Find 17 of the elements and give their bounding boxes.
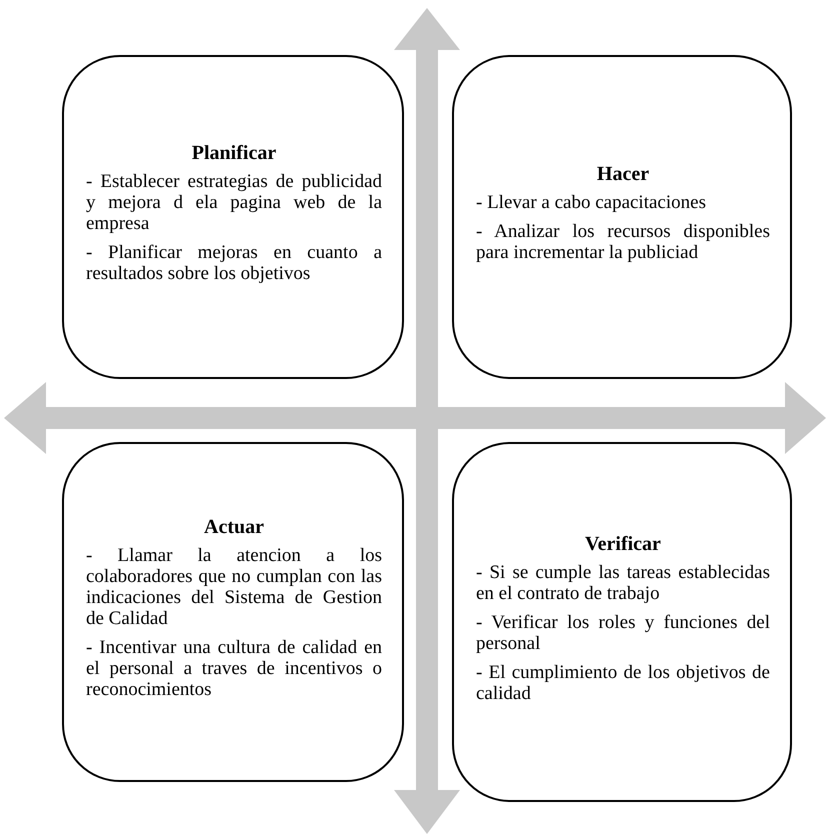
rounded-box <box>62 442 404 782</box>
bullet-text: - Incentivar una cultura de calidad en el personal a traves de incentivos o reconocimientos <box>86 637 382 700</box>
bullet-text: - El cumplimiento de los objetivos de calidad <box>476 662 770 704</box>
bullet-text: - Si se cumple las tareas establecidas en el contrato de trabajo <box>476 562 770 604</box>
bullet-text: - Establecer estrategias de publicidad y mejora d ela pagina web de la empresa <box>86 171 382 234</box>
box-title: Verificar <box>584 532 662 556</box>
box-title: Planificar <box>190 142 278 165</box>
box-title: Hacer <box>596 163 650 186</box>
bullet-text: - Llevar a cabo capacitaciones <box>476 192 707 213</box>
rounded-box <box>452 55 792 379</box>
bullet-text: - Planificar mejoras en cuanto a resultados sobre los objetivos <box>86 242 382 284</box>
rounded-box <box>62 55 404 379</box>
bullet-text: - Analizar los recursos disponibles para incrementar la publiciad <box>476 221 770 263</box>
box-title: Actuar <box>203 516 265 539</box>
bullet-text: - Verificar los roles y funciones del personal <box>476 612 770 654</box>
bullet-text: - Llamar la atencion a los colaboradores que no cumplan con las indicaciones del Sistema de Gestion de Calidad <box>86 545 382 629</box>
rounded-box <box>452 442 792 802</box>
